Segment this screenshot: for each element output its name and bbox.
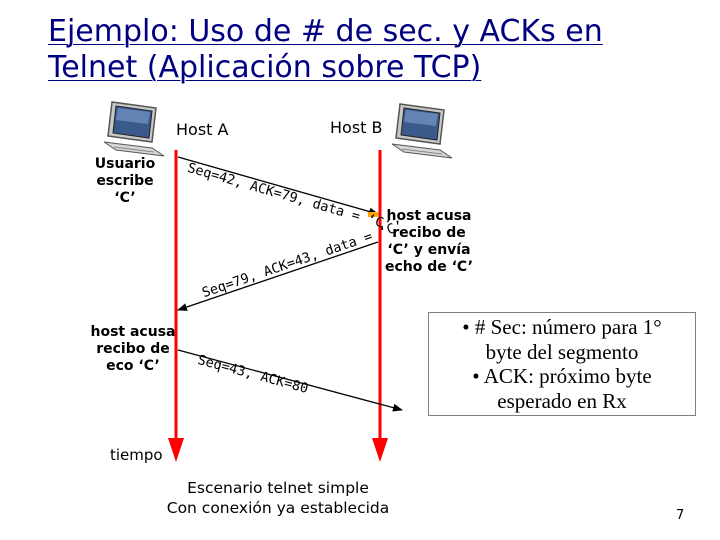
message-arrow-3 — [177, 349, 403, 412]
note-line: esperado en Rx — [497, 388, 627, 413]
title-line-2: Telnet (Aplicación sobre TCP) — [48, 50, 482, 85]
host-a-label: Host A — [176, 120, 229, 139]
user-types-label: Usuario escribe ‘C’ — [94, 156, 156, 206]
host-a-ack-label: host acusa recibo de eco ‘C’ — [90, 324, 176, 374]
message-arrow-1 — [177, 156, 379, 216]
host-b-timeline-arrow — [372, 438, 388, 462]
scenario-caption: Escenario telnet simple Con conexión ya … — [166, 479, 390, 517]
time-label: tiempo — [110, 446, 163, 464]
note-line: • # Sec: número para 1° — [462, 315, 662, 339]
computer-icon — [391, 103, 453, 159]
notes-box: • # Sec: número para 1° byte del segment… — [428, 312, 696, 416]
page-title: Ejemplo: Uso de # de sec. y ACKs en Teln… — [48, 14, 603, 86]
computer-icon — [103, 101, 165, 157]
note-line: • ACK: próximo byte — [472, 364, 652, 388]
host-b-label: Host B — [330, 118, 383, 137]
title-line-1: Ejemplo: Uso de # de sec. y ACKs en — [48, 14, 603, 49]
page-number: 7 — [676, 508, 685, 523]
arrow-tail-mark — [368, 212, 378, 217]
note-line: byte del segmento — [485, 339, 639, 364]
host-a-timeline-arrow — [168, 438, 184, 462]
host-b-ack-label: host acusa recibo de ‘C’ y envía echo de… — [384, 208, 474, 275]
message-arrow-2 — [177, 241, 379, 311]
